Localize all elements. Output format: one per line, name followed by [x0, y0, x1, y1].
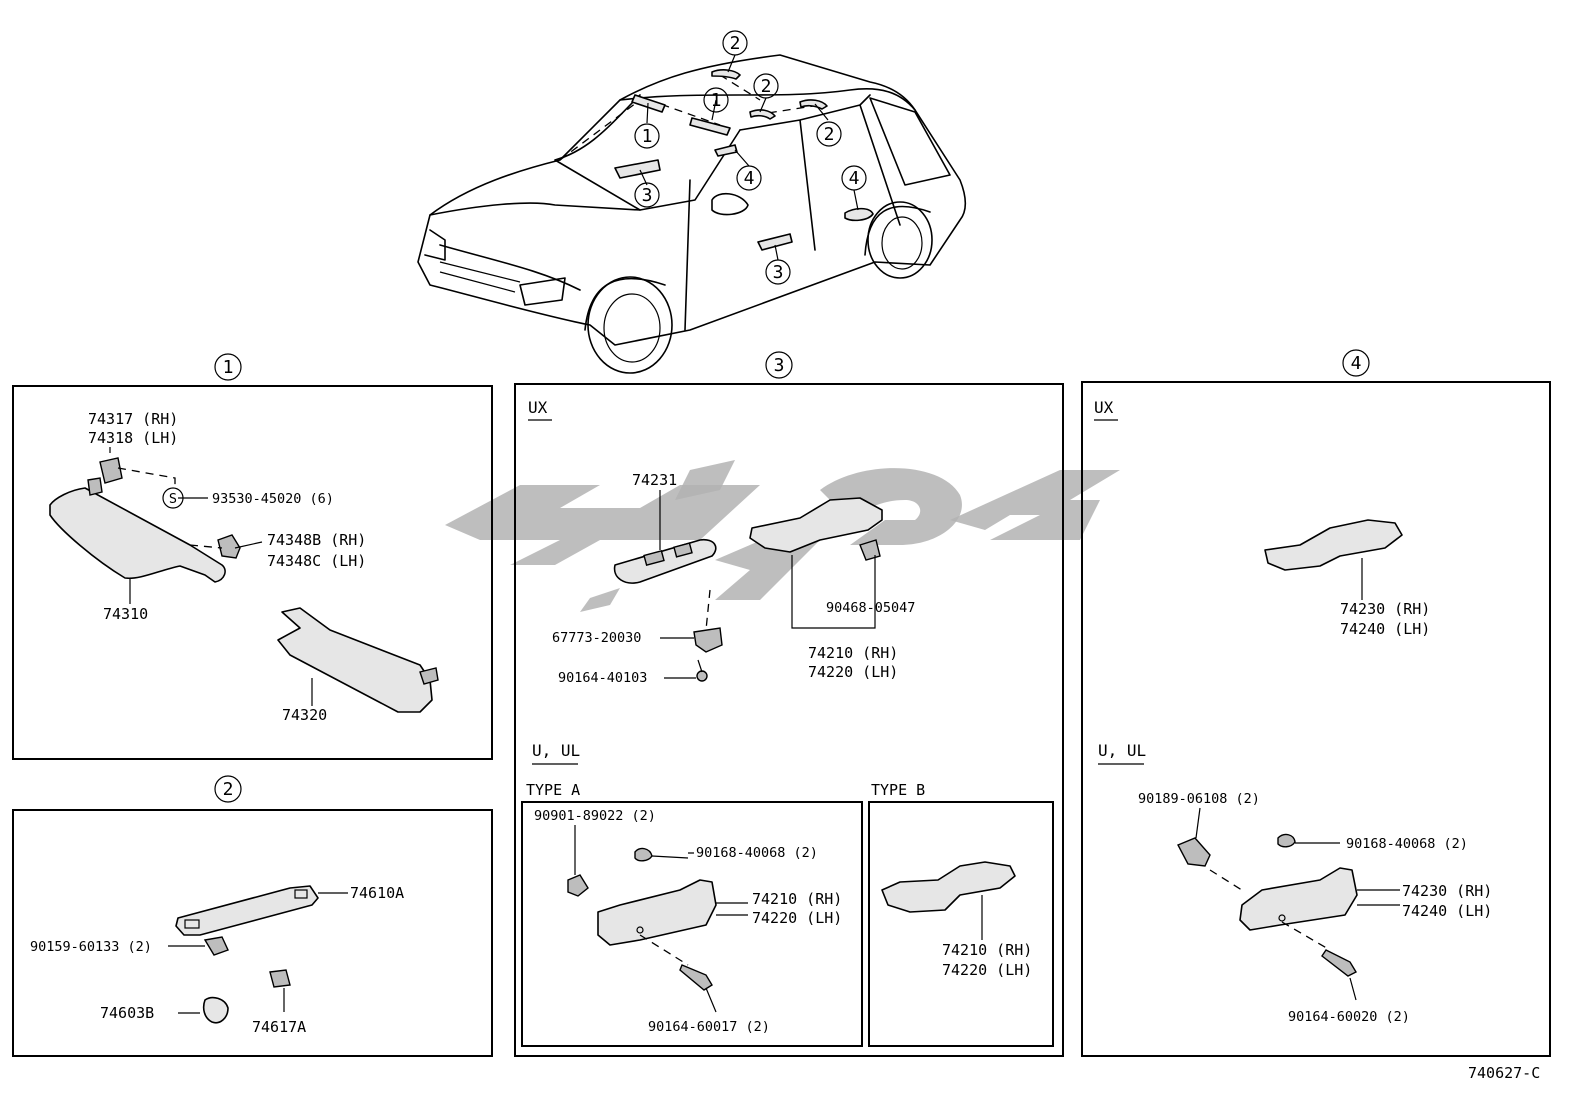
label-74210-type-b: 74210 (RH) — [942, 941, 1032, 959]
type-a-heading: TYPE A — [526, 781, 580, 799]
car-callouts: 2 1 2 1 2 3 4 4 3 — [634, 30, 867, 285]
clip-67773 — [693, 627, 723, 653]
callout-3-rear: 3 — [773, 262, 784, 283]
label-90164-60020: 90164-60020 (2) — [1288, 1009, 1410, 1025]
label-90168-40068-b: 90168-40068 (2) — [1346, 836, 1468, 852]
label-74603b: 74603B — [100, 1004, 154, 1022]
assist-grip-74210-ux — [749, 497, 883, 553]
type-b-frame — [868, 801, 1054, 1047]
label-74617a: 74617A — [252, 1018, 306, 1036]
callout-1-center: 1 — [711, 90, 722, 111]
watermark-logo — [445, 460, 1120, 612]
section-3-frame — [514, 383, 1064, 1057]
clip-74617a — [269, 969, 291, 988]
assist-grip-74230-ux — [1264, 519, 1403, 571]
label-74348c: 74348C (LH) — [267, 552, 366, 570]
label-74348b: 74348B (RH) — [267, 531, 366, 549]
label-74240-ux: 74240 (LH) — [1340, 620, 1430, 638]
label-74220-ux: 74220 (LH) — [808, 663, 898, 681]
label-74240-u-ul: 74240 (LH) — [1402, 902, 1492, 920]
type-a-frame — [521, 801, 863, 1047]
assist-grip-74610a — [175, 885, 319, 936]
label-90189-06108: 90189-06108 (2) — [1138, 791, 1260, 807]
label-74220-type-a: 74220 (LH) — [752, 909, 842, 927]
type-b-parts — [881, 861, 1016, 940]
label-74231: 74231 — [632, 471, 677, 489]
section-marker-1: 1 — [223, 357, 234, 378]
section-marker-3: 3 — [774, 355, 785, 376]
type-b-heading: TYPE B — [871, 781, 925, 799]
label-74320: 74320 — [282, 706, 327, 724]
screw-symbol-s: S — [169, 491, 177, 507]
sun-visor-74320 — [277, 607, 433, 713]
label-74310: 74310 — [103, 605, 148, 623]
label-90164-40103: 90164-40103 — [558, 670, 647, 686]
label-74210-ux: 74210 (RH) — [808, 644, 898, 662]
diagram-id: 740627-C — [1468, 1064, 1540, 1082]
sun-visor-74310 — [49, 487, 226, 583]
section-marker-4: 4 — [1351, 353, 1362, 374]
label-74210-type-a: 74210 (RH) — [752, 890, 842, 908]
vehicle-illustration — [417, 54, 967, 374]
section-2-frame — [12, 809, 493, 1057]
callout-4-rear: 4 — [849, 168, 860, 189]
section-1-frame — [12, 385, 493, 760]
section-2-parts — [168, 885, 348, 1024]
section-3-ux-parts — [613, 490, 883, 682]
callout-1-left: 1 — [642, 126, 653, 147]
assist-grip-74210-type-b — [881, 861, 1016, 913]
assist-grip-74230-u-ul — [1239, 867, 1358, 931]
section-4-u-ul-heading: U, UL — [1098, 741, 1146, 760]
section-3-ux-heading: UX — [528, 398, 548, 417]
label-74230-u-ul: 74230 (RH) — [1402, 882, 1492, 900]
callout-2-top: 2 — [730, 33, 741, 54]
switch-base-74231 — [613, 538, 717, 584]
label-67773-20030: 67773-20030 — [552, 630, 641, 646]
label-74317: 74317 (RH) — [88, 410, 178, 428]
section-4-ux-parts — [1264, 519, 1403, 600]
section-4-u-ul-parts — [1177, 807, 1400, 1001]
callout-3-front: 3 — [642, 185, 653, 206]
section-marker-2: 2 — [223, 779, 234, 800]
section-4-frame — [1081, 381, 1551, 1057]
type-a-parts — [567, 825, 748, 1013]
label-90164-60017: 90164-60017 (2) — [648, 1019, 770, 1035]
callout-2-rear: 2 — [824, 124, 835, 145]
callout-4-front: 4 — [744, 168, 755, 189]
label-90168-40068-a: 90168-40068 (2) — [696, 845, 818, 861]
section-1-parts — [49, 447, 439, 713]
assist-grip-74210-type-a — [597, 879, 717, 946]
label-74220-type-b: 74220 (LH) — [942, 961, 1032, 979]
label-93530-45020: 93530-45020 (6) — [212, 491, 334, 507]
label-74610a: 74610A — [350, 884, 404, 902]
cap-74603b — [202, 996, 229, 1024]
callout-2-mid: 2 — [761, 76, 772, 97]
label-74230-ux: 74230 (RH) — [1340, 600, 1430, 618]
label-90159-60133: 90159-60133 (2) — [30, 939, 152, 955]
label-90901-89022: 90901-89022 (2) — [534, 808, 656, 824]
section-4-ux-heading: UX — [1094, 398, 1114, 417]
label-90468-05047: 90468-05047 — [826, 600, 915, 616]
label-74318: 74318 (LH) — [88, 429, 178, 447]
section-3-u-ul-heading: U, UL — [532, 741, 580, 760]
